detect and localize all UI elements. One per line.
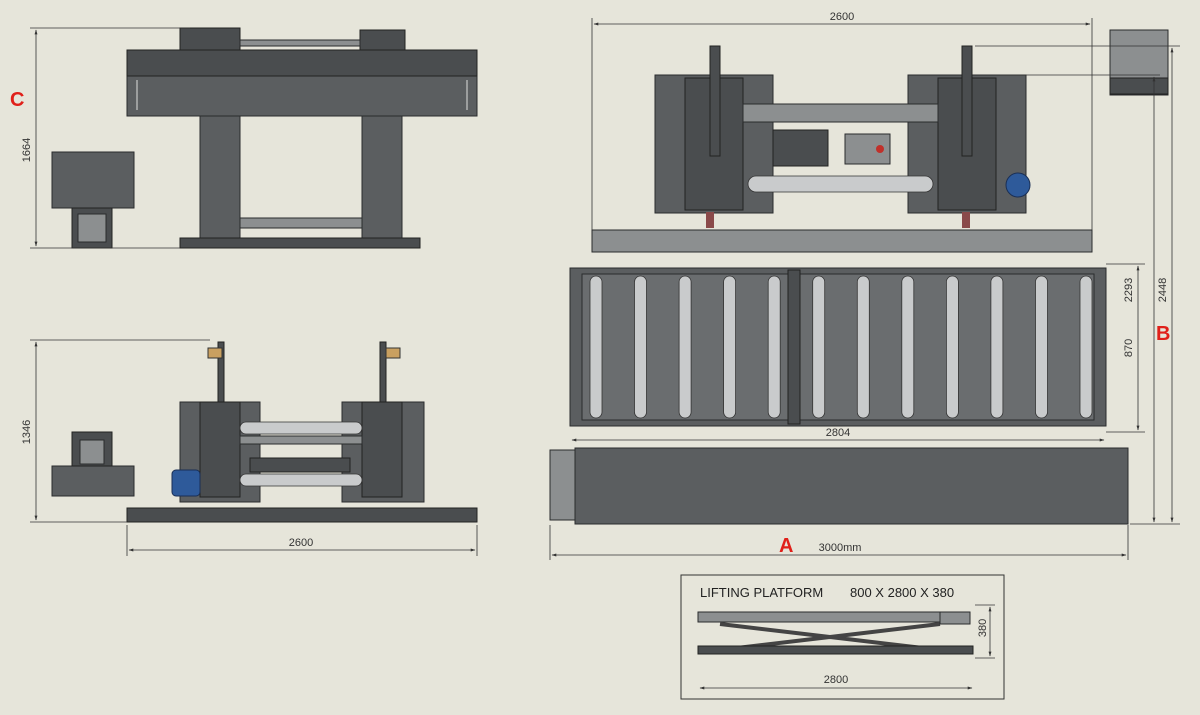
dim-text-2804: 2804 [826, 427, 850, 439]
dim-top-width: 2600 [591, 11, 1093, 230]
label-a: A [779, 535, 793, 557]
conveyor-roller [901, 275, 915, 419]
dim-text-2800: 2800 [824, 674, 848, 686]
platform-a [549, 447, 1129, 525]
motor-left [171, 469, 201, 497]
top-view [591, 29, 1169, 253]
dim-text-2448: 2448 [1157, 278, 1169, 302]
dim-text-1346: 1346 [21, 420, 33, 444]
dim-text-380: 380 [977, 619, 989, 637]
lifting-platform-title: LIFTING PLATFORM [700, 585, 823, 600]
roller-conveyor [569, 267, 1107, 427]
conveyor-roller [946, 275, 959, 419]
label-c: C [10, 89, 24, 111]
conveyor-roller [678, 275, 692, 419]
label-b: B [1156, 323, 1170, 345]
control-cabinet [51, 151, 135, 209]
conveyor-roller [990, 275, 1004, 419]
dim-side-height: 1664 [21, 27, 190, 249]
dim-text-870: 870 [1123, 339, 1135, 357]
conveyor-roller [723, 275, 736, 419]
dim-top-depth-2293: 2293 870 [1106, 263, 1145, 433]
conveyor-roller [1035, 275, 1048, 419]
lifting-platform-panel: LIFTING PLATFORM 800 X 2800 X 380 380 28… [680, 574, 1005, 700]
dim-front-width: 2600 [126, 525, 478, 556]
dim-text-2600-top: 2600 [830, 11, 854, 23]
conveyor-roller [1079, 275, 1093, 419]
dim-total-depth: 2448 [975, 45, 1180, 525]
conveyor-roller [812, 275, 826, 419]
dim-text-2600-front: 2600 [289, 537, 313, 549]
dim-text-3000mm: 3000mm [819, 542, 862, 554]
front-view [51, 341, 478, 523]
side-view [51, 27, 478, 249]
lifting-platform-size: 800 X 2800 X 380 [850, 585, 954, 600]
dim-front-height: 1346 [21, 339, 210, 523]
dim-text-1664: 1664 [21, 138, 33, 162]
conveyor-roller [767, 275, 781, 419]
dim-platform-length: 3000mm [549, 525, 1129, 560]
conveyor-roller [589, 275, 603, 419]
dim-text-2293: 2293 [1123, 278, 1135, 302]
dim-roller-width: 2804 [571, 427, 1105, 442]
conveyor-roller [634, 275, 647, 419]
conveyor-roller [856, 275, 870, 419]
